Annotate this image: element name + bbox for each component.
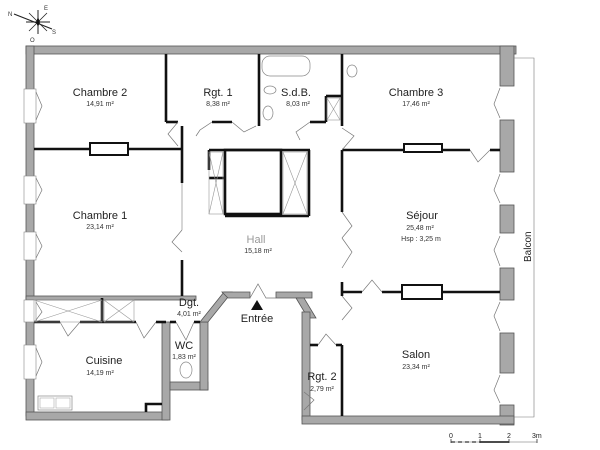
entrance-label: Entrée: [241, 313, 273, 325]
room-area: 4,01 m²: [177, 311, 201, 318]
scale-tick-label: 2: [507, 433, 511, 440]
room-name: WC: [175, 340, 193, 352]
room-name: Cuisine: [86, 355, 123, 367]
room-name: Rgt. 1: [203, 87, 232, 99]
room-sdb: S.d.B. 8,03 m²: [281, 87, 311, 108]
outer-walls: [25, 45, 517, 426]
room-area: 2,79 m²: [310, 386, 334, 393]
doors: [59, 121, 491, 411]
room-area: 14,91 m²: [86, 101, 114, 108]
room-name: Rgt. 2: [307, 371, 336, 383]
room-name: Chambre 2: [73, 87, 127, 99]
room-name: Hall: [247, 234, 266, 246]
room-area: 14,19 m²: [86, 370, 114, 377]
toilet-icon: [179, 361, 193, 379]
room-hall: Hall 15,18 m²: [244, 234, 272, 255]
sink-icon: [262, 105, 274, 121]
compass-east-label: E: [44, 6, 48, 12]
room-area: 23,34 m²: [402, 364, 430, 371]
closets: [33, 97, 341, 323]
room-area: 23,14 m²: [86, 224, 114, 231]
kitchen-sink-icon: [37, 395, 73, 411]
room-sejour: Séjour 25,48 m² Hsp : 3,25 m: [401, 210, 441, 243]
room-chambre-1: Chambre 1 23,14 m²: [73, 210, 127, 231]
room-name: Chambre 1: [73, 210, 127, 222]
room-chambre-2: Chambre 2 14,91 m²: [73, 87, 127, 108]
ceiling-height: Hsp : 3,25 m: [401, 236, 441, 243]
balcony: Balcon: [514, 57, 535, 418]
compass-south-label: S: [52, 30, 56, 36]
bidet-icon: [263, 85, 277, 95]
room-wc: WC 1,83 m²: [172, 340, 196, 361]
scale-tick-label: 3m: [532, 433, 542, 440]
left-windows: [23, 88, 43, 380]
room-cuisine: Cuisine 14,19 m²: [86, 355, 123, 377]
sink-icon: [346, 64, 358, 78]
interior-walls: [34, 54, 500, 416]
room-name: Chambre 3: [389, 87, 443, 99]
room-salon: Salon 23,34 m²: [402, 349, 431, 371]
entrance-arrow-icon: [251, 300, 263, 310]
fixtures: [37, 55, 358, 411]
room-name: Salon: [402, 349, 430, 361]
scale-bar: 0 1 2 3m: [449, 433, 542, 443]
room-name: S.d.B.: [281, 87, 311, 99]
bathtub-icon: [261, 55, 311, 77]
room-dgt: Dgt. 4,01 m²: [177, 297, 201, 318]
room-area: 8,38 m²: [206, 101, 230, 108]
room-area: 8,03 m²: [286, 101, 310, 108]
room-rgt-2: Rgt. 2 2,79 m²: [307, 371, 336, 393]
compass-rose-icon: N E S O: [8, 6, 56, 44]
scale-tick-label: 1: [478, 433, 482, 440]
room-area: 17,46 m²: [402, 101, 430, 108]
right-windows: [493, 87, 501, 404]
balcony-label: Balcon: [523, 231, 534, 262]
room-chambre-3: Chambre 3 17,46 m²: [389, 87, 443, 108]
entrance-marker: Entrée: [241, 300, 273, 325]
room-area: 1,83 m²: [172, 354, 196, 361]
compass-west-label: O: [30, 38, 35, 44]
room-rgt-1: Rgt. 1 8,38 m²: [203, 87, 232, 108]
room-area: 15,18 m²: [244, 248, 272, 255]
compass-north-label: N: [8, 12, 12, 18]
scale-tick-label: 0: [449, 433, 453, 440]
room-name: Dgt.: [179, 297, 199, 309]
room-area: 25,48 m²: [406, 225, 434, 232]
room-name: Séjour: [406, 210, 438, 222]
